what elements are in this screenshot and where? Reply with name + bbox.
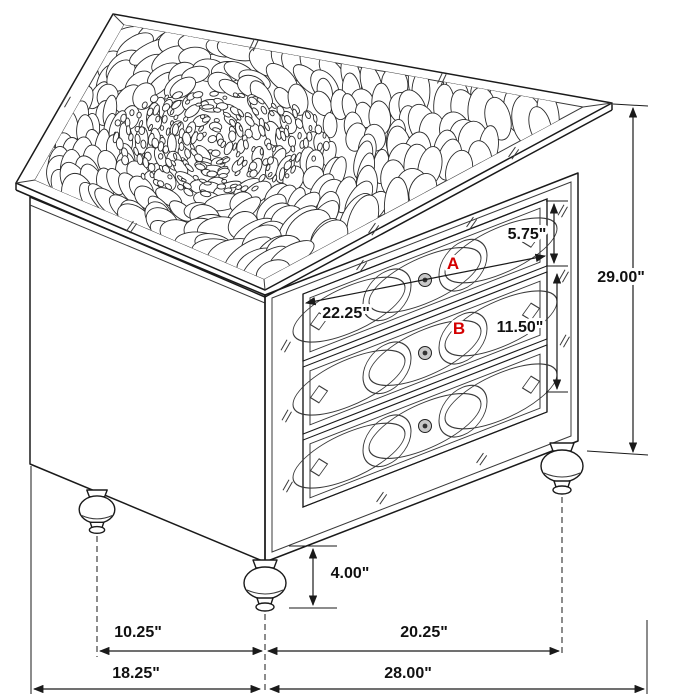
bun-feet (78, 442, 584, 612)
label-drawer-a: A (447, 254, 459, 273)
mirror-tick (559, 334, 570, 348)
mirror-tick (280, 339, 291, 353)
dimension-front-leg-span: 20.25" (266, 497, 563, 657)
dimension-leg-height: 4.00" (289, 545, 372, 609)
mirror-hatch-marks (60, 38, 570, 505)
dimension-total-width: 28.00" (268, 620, 648, 694)
dimension-total-depth: 18.25" (30, 466, 266, 694)
mirror-tick (126, 220, 138, 234)
dimension-drawer-width: 22.25" (304, 253, 547, 325)
dimension-middle-drawer-height: 11.50" (494, 272, 568, 393)
dim-total-height-label: 29.00" (597, 269, 645, 286)
mirror-tick (508, 146, 520, 160)
dim-leg-height-label: 4.00" (331, 565, 370, 582)
panel-top-trim-line (29, 204, 266, 304)
drawer-knob-2 (418, 346, 432, 360)
mirror-tick (437, 72, 447, 86)
mirror-tick (368, 222, 380, 236)
dimension-top-drawer-height: 5.75" (505, 200, 568, 267)
dim-top-drawer-label: 5.75" (508, 226, 547, 243)
top-surface (15, 13, 613, 298)
dimension-leg-offset-depth: 10.25" (96, 536, 264, 657)
mirror-tick (558, 269, 569, 283)
frame-miter-lines (15, 13, 613, 291)
dim-total-depth-label: 18.25" (112, 665, 160, 682)
mirror-tick (557, 204, 568, 218)
drawer-front-3 (292, 344, 558, 508)
foot-left (78, 489, 116, 535)
mirror-tick (281, 409, 292, 423)
label-drawer-b: B (453, 319, 465, 338)
dim-middle-drawer-label: 11.50" (497, 319, 544, 336)
drawer-front-2 (292, 271, 558, 435)
foot-front (243, 559, 287, 612)
mirror-tick (249, 38, 259, 52)
front-face (264, 172, 579, 563)
front-face-outline (264, 172, 579, 563)
dimension-total-height: 29.00" (586, 103, 649, 456)
mirror-tick (60, 94, 71, 108)
mirror-tick (476, 452, 488, 466)
drawer-knob-3 (418, 419, 432, 433)
mirror-tick (282, 479, 293, 493)
dim-leg-offset-label: 10.25" (114, 624, 162, 641)
mirror-tick (376, 491, 388, 505)
dim-drawer-width-label: 22.25" (322, 305, 370, 322)
croc-texture-pattern (35, 25, 560, 279)
mirror-tick (466, 216, 478, 230)
dim-front-leg-span-label: 20.25" (400, 624, 448, 641)
dim-total-width-label: 28.00" (384, 665, 432, 682)
foot-right (540, 442, 584, 495)
